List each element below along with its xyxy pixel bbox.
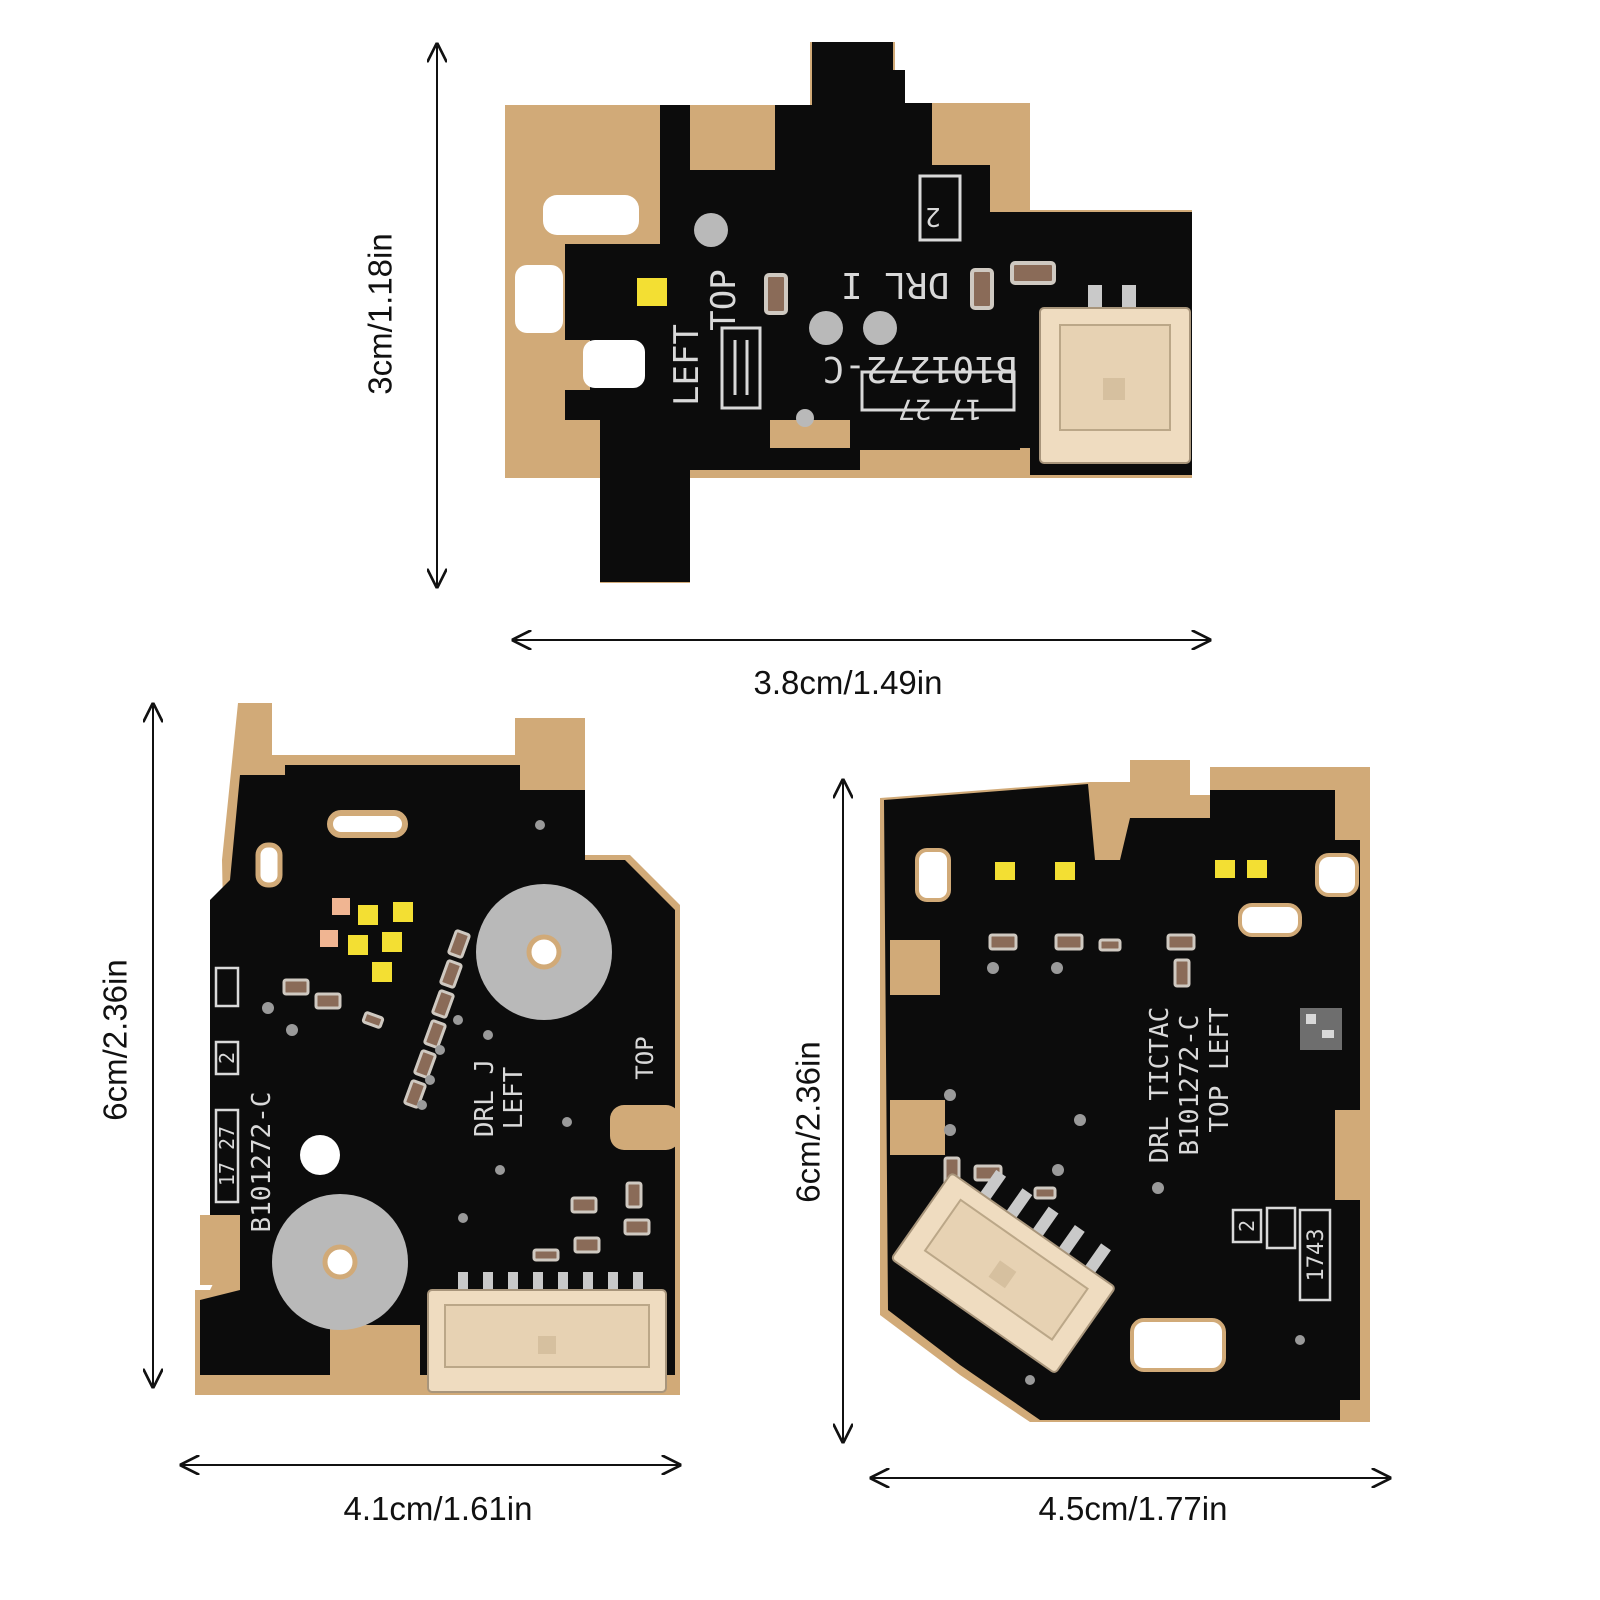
board-left-date-code: 17 27	[215, 1126, 239, 1186]
dimension-label-right-height: 6cm/2.36in	[789, 1041, 827, 1203]
board-top-part-number: B101272-C	[822, 348, 1017, 389]
board-left-side: LEFT	[499, 1066, 529, 1129]
board-left-connector	[427, 1272, 667, 1393]
board-right-number: 2	[1235, 1220, 1259, 1232]
dimension-label-left-height: 6cm/2.36in	[96, 959, 134, 1121]
board-right-connector	[891, 1169, 1115, 1373]
board-top-label-left: LEFT	[667, 324, 707, 406]
board-left-label-top: TOP	[631, 1036, 659, 1079]
dimension-label-right-width: 4.5cm/1.77in	[1038, 1490, 1228, 1527]
pcb-board-left: 2 17 27 B101272-C DRL J LEFT TOP	[195, 703, 680, 1395]
pcb-board-top: 2 DRL I B101272-C 17 27 TOP LEFT	[505, 42, 1192, 583]
pcb-board-right: 2 1743 DRL TICTAC B101272-C TOP LEFT	[880, 760, 1370, 1422]
board-right-solder-mask	[884, 784, 1360, 1420]
dimension-label-top-width: 3.8cm/1.49in	[753, 664, 943, 701]
board-left-part-number: B101272-C	[247, 1092, 277, 1233]
dimension-label-top-height: 3cm/1.18in	[361, 233, 399, 395]
dimension-label-left-width: 4.1cm/1.61in	[343, 1490, 533, 1527]
board-top-label-top: TOP	[704, 269, 744, 330]
board-right-part-number: B101272-C	[1175, 1015, 1205, 1156]
board-top-number: 2	[925, 201, 941, 231]
board-right-drl: DRL TICTAC	[1145, 1007, 1175, 1164]
board-left-drl: DRL J	[470, 1059, 500, 1137]
dimension-lines	[153, 46, 1388, 1478]
board-right-date-code: 1743	[1304, 1229, 1329, 1282]
board-top-date-code: 17 27	[898, 393, 982, 426]
board-top-connector	[1039, 285, 1191, 464]
board-right-label-top-left: TOP LEFT	[1205, 1007, 1235, 1133]
board-left-number: 2	[215, 1052, 239, 1064]
board-top-drl: DRL I	[841, 264, 949, 305]
